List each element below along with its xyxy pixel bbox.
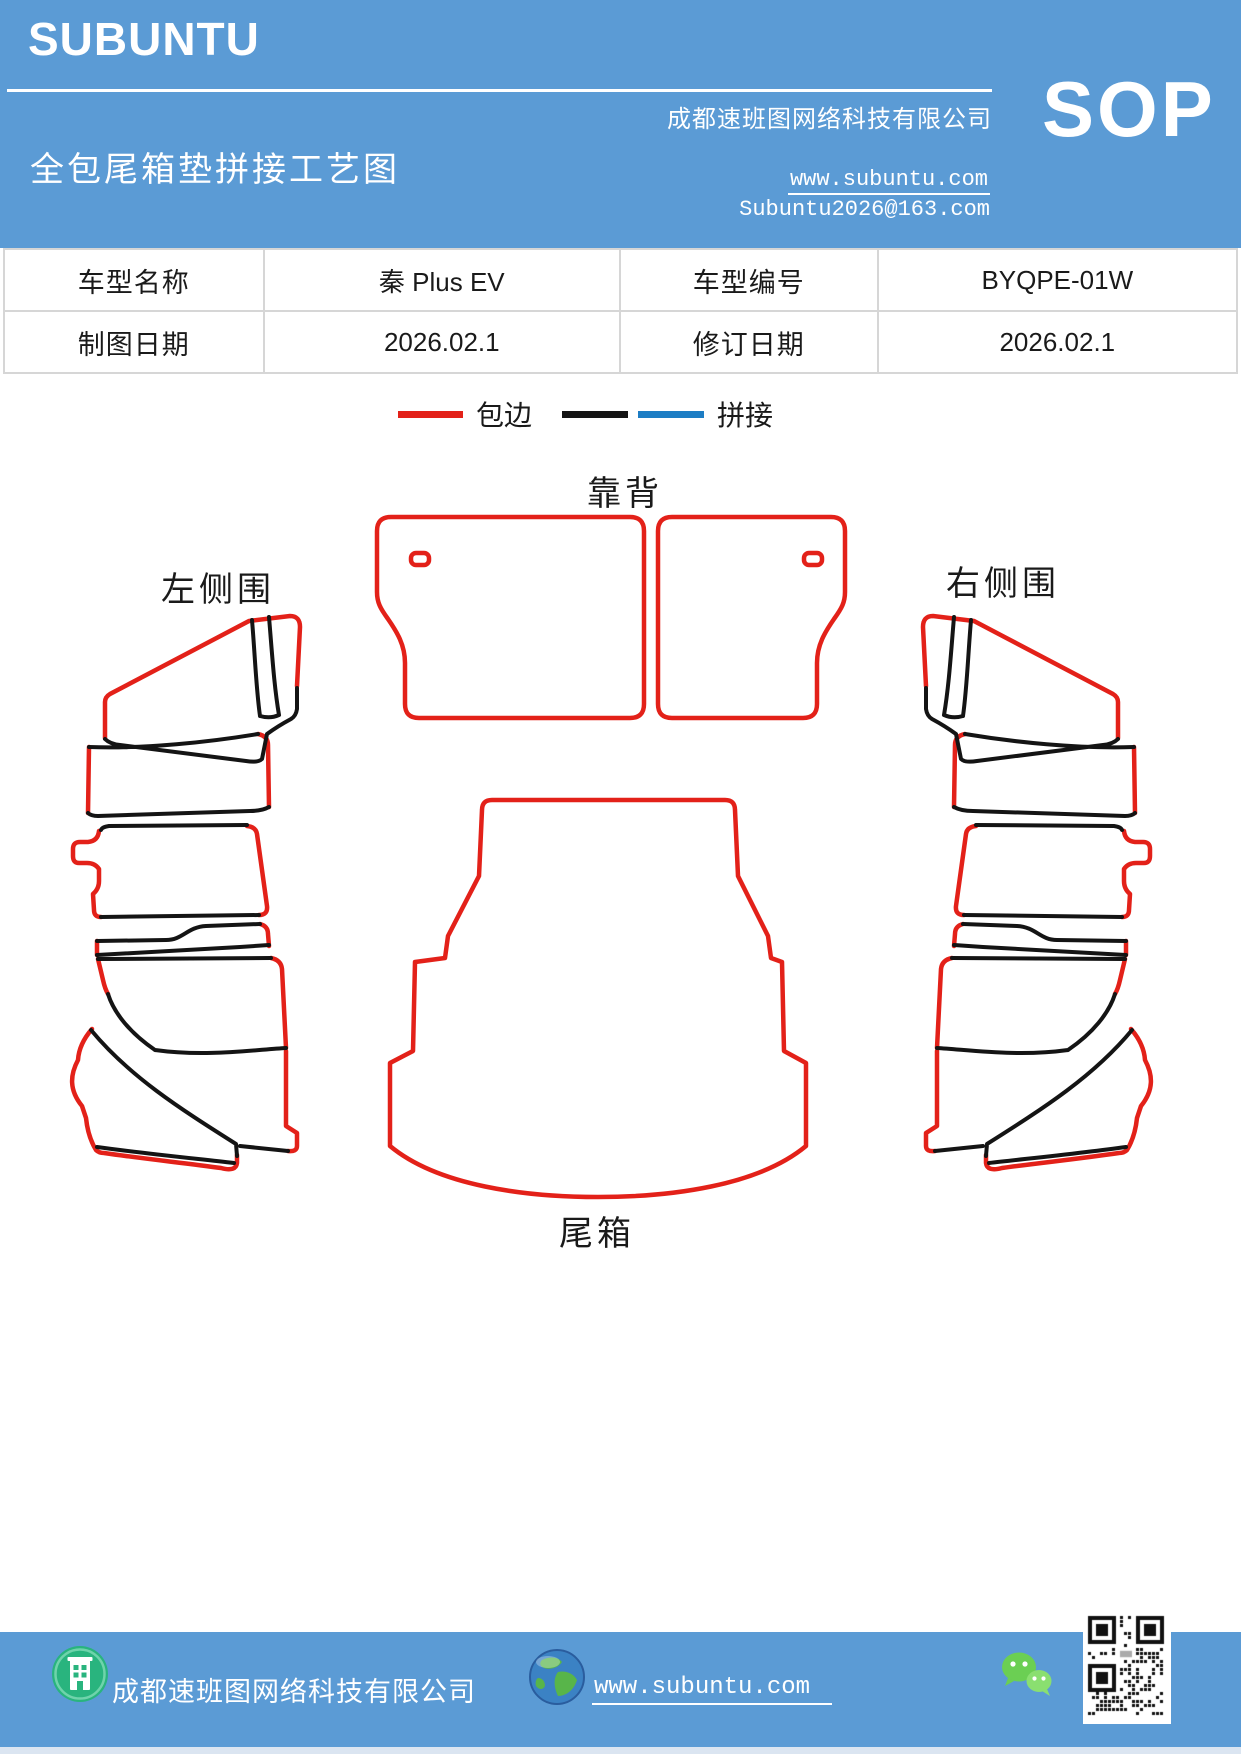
draw-date-label: 制图日期 — [3, 310, 265, 374]
brand-logo: SUBUNTU — [28, 13, 260, 65]
model-name-label: 车型名称 — [3, 248, 265, 312]
revise-date-label: 修订日期 — [618, 310, 879, 374]
building-icon — [52, 1646, 108, 1702]
table-row: 车型名称 秦 Plus EV 车型编号 BYQPE-01W — [3, 248, 1239, 312]
header-divider-line — [7, 89, 992, 92]
header-band: SUBUNTU 全包尾箱垫拼接工艺图 成都速班图网络科技有限公司 www.sub… — [0, 0, 1241, 248]
backrest-label: 靠背 — [587, 475, 663, 513]
trunk-label: 尾箱 — [559, 1215, 635, 1253]
footer-company-name: 成都速班图网络科技有限公司 — [112, 1677, 476, 1707]
bottom-strip — [0, 1747, 1241, 1754]
model-name-value: 秦 Plus EV — [262, 248, 621, 312]
edge-legend-label: 包边 — [476, 401, 533, 432]
wechat-icon — [1002, 1652, 1052, 1696]
backrest-right-piece — [655, 514, 848, 721]
edge-line-swatch — [398, 410, 463, 418]
header-email: Subuntu2026@163.com — [739, 197, 990, 222]
header-company-name: 成都速班图网络科技有限公司 — [667, 107, 992, 133]
splice-blue-swatch — [638, 410, 705, 418]
vehicle-info-table: 车型名称 秦 Plus EV 车型编号 BYQPE-01W 制图日期 2026.… — [3, 248, 1239, 374]
page-title: 全包尾箱垫拼接工艺图 — [30, 152, 400, 189]
splice-black-swatch — [562, 410, 629, 418]
revise-date-value: 2026.02.1 — [876, 310, 1239, 374]
table-row: 制图日期 2026.02.1 修订日期 2026.02.1 — [3, 310, 1239, 374]
qr-code — [1083, 1610, 1171, 1724]
model-code-label: 车型编号 — [618, 248, 879, 312]
headrest-slot — [801, 550, 825, 568]
headrest-slot — [408, 550, 432, 568]
draw-date-value: 2026.02.1 — [262, 310, 621, 374]
model-code-value: BYQPE-01W — [876, 248, 1239, 312]
backrest-left-piece — [374, 514, 647, 721]
legend: 包边 拼接 — [398, 398, 773, 432]
globe-icon — [529, 1649, 585, 1705]
left-panel-label: 左侧围 — [161, 571, 275, 609]
sop-badge: SOP — [1042, 65, 1216, 153]
trunk-mat-piece — [387, 797, 809, 1200]
splice-legend-label: 拼接 — [717, 401, 774, 432]
header-website-link[interactable]: www.subuntu.com — [787, 167, 990, 195]
footer-website-link[interactable]: www.subuntu.com — [592, 1674, 833, 1705]
left-panel-pieces — [69, 613, 303, 1172]
qr-code-canvas — [1083, 1610, 1171, 1724]
footer-band: 成都速班图网络科技有限公司 www.subuntu.com — [0, 1632, 1241, 1747]
right-panel-pieces — [923, 616, 1151, 1169]
right-panel-label: 右侧围 — [946, 565, 1060, 603]
